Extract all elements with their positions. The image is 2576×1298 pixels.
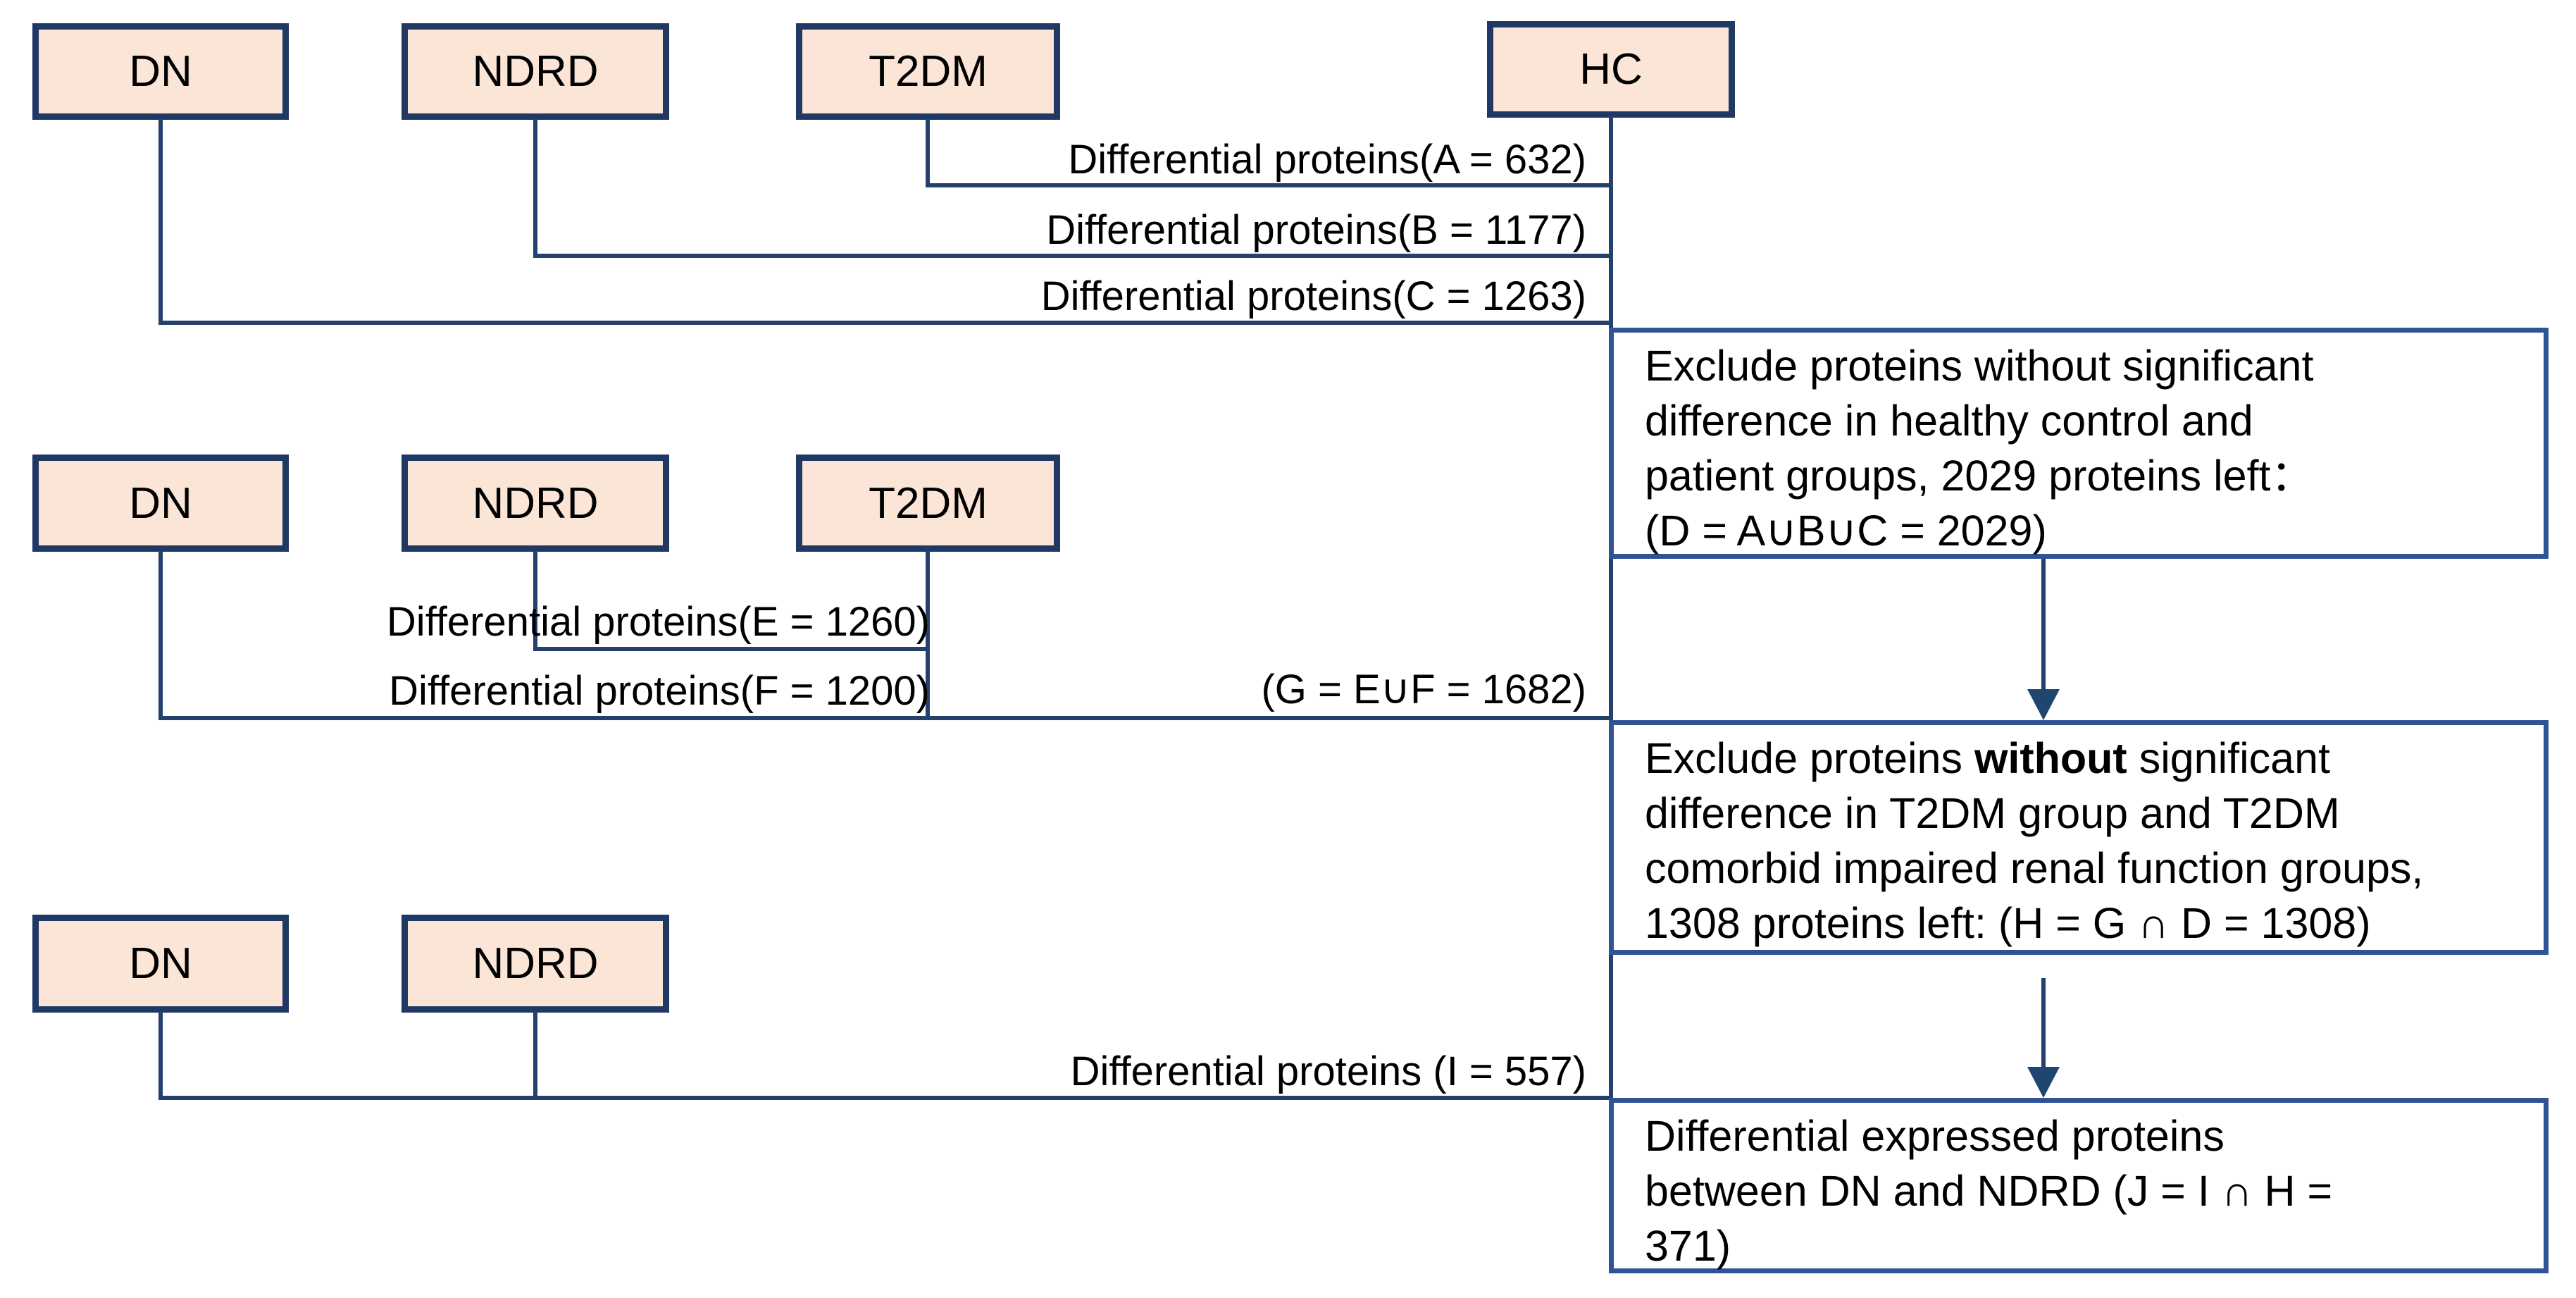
connector-dn2-down bbox=[158, 550, 163, 720]
node-t2dm-row2: T2DM bbox=[796, 455, 1060, 552]
node-dn-row1-label: DN bbox=[129, 47, 192, 96]
node-ndrd-row2-label: NDRD bbox=[472, 478, 599, 528]
process-box-h-line1-pre: Exclude proteins bbox=[1645, 734, 1974, 782]
edge-label-g: (G = E∪F = 1682) bbox=[1261, 667, 1586, 712]
process-box-d: Exclude proteins without significant dif… bbox=[1609, 328, 2549, 559]
edge-label-c: Differential proteins(C = 1263) bbox=[1040, 273, 1586, 319]
connector-i-line bbox=[158, 1096, 1613, 1100]
process-box-j-line3: 371) bbox=[1645, 1222, 1731, 1270]
node-dn-row2-label: DN bbox=[129, 478, 192, 528]
connector-ndrd1-down bbox=[533, 118, 537, 258]
arrow-h-to-j-shaft bbox=[2041, 978, 2046, 1068]
connector-dn1-down bbox=[158, 118, 163, 324]
connector-e-line bbox=[533, 647, 930, 651]
edge-label-i: Differential proteins (I = 557) bbox=[1070, 1049, 1586, 1094]
process-box-h-line1-bold: without bbox=[1974, 734, 2127, 782]
process-box-h: Exclude proteins without significant dif… bbox=[1609, 720, 2549, 955]
process-box-d-line4: (D = A∪B∪C = 2029) bbox=[1645, 507, 2047, 555]
node-hc-label: HC bbox=[1579, 45, 1643, 94]
connector-b-line bbox=[533, 254, 1613, 258]
node-dn-row2: DN bbox=[32, 455, 289, 552]
connector-boxh-boxj-left bbox=[1609, 953, 1613, 1101]
connector-dn3-down bbox=[158, 1011, 163, 1100]
node-dn-row3-label: DN bbox=[129, 939, 192, 988]
edge-label-e: Differential proteins(E = 1260) bbox=[386, 599, 930, 645]
node-dn-row3: DN bbox=[32, 915, 289, 1013]
edge-label-f: Differential proteins(F = 1200) bbox=[389, 668, 930, 714]
connector-hc-down bbox=[1609, 116, 1613, 329]
process-box-d-line2: difference in healthy control and bbox=[1645, 397, 2253, 445]
node-t2dm-row1-label: T2DM bbox=[869, 47, 988, 96]
process-box-j-line1: Differential expressed proteins bbox=[1645, 1112, 2225, 1160]
connector-boxd-boxh-left bbox=[1609, 557, 1613, 722]
node-ndrd-row3-label: NDRD bbox=[472, 939, 599, 988]
process-box-j: Differential expressed proteins between … bbox=[1609, 1098, 2549, 1273]
node-ndrd-row2: NDRD bbox=[402, 455, 669, 552]
process-box-h-line4: 1308 proteins left: (H = G ∩ D = 1308) bbox=[1645, 899, 2371, 947]
connector-t2dm2-down bbox=[926, 550, 930, 720]
arrow-d-to-h-head-icon bbox=[2027, 689, 2060, 720]
edge-label-b: Differential proteins(B = 1177) bbox=[1046, 207, 1586, 253]
process-box-d-line1: Exclude proteins without significant bbox=[1645, 342, 2314, 390]
connector-c-line bbox=[158, 321, 1613, 325]
process-box-h-line1-post: significant bbox=[2127, 734, 2330, 782]
arrow-h-to-j-head-icon bbox=[2027, 1067, 2060, 1098]
connector-a-line bbox=[926, 183, 1613, 187]
connector-f-g-line bbox=[158, 716, 1613, 720]
process-box-h-line1: Exclude proteins without significant bbox=[1645, 731, 2530, 786]
process-box-h-line2: difference in T2DM group and T2DM bbox=[1645, 789, 2340, 837]
connector-ndrd2-down bbox=[533, 550, 537, 650]
node-ndrd-row3: NDRD bbox=[402, 915, 669, 1013]
edge-label-a: Differential proteins(A = 632) bbox=[1068, 137, 1586, 183]
node-dn-row1: DN bbox=[32, 23, 289, 120]
node-hc: HC bbox=[1487, 21, 1735, 118]
process-box-j-line2: between DN and NDRD (J = I ∩ H = bbox=[1645, 1167, 2333, 1215]
node-ndrd-row1: NDRD bbox=[402, 23, 669, 120]
node-t2dm-row1: T2DM bbox=[796, 23, 1060, 120]
arrow-d-to-h-shaft bbox=[2041, 557, 2046, 691]
node-ndrd-row1-label: NDRD bbox=[472, 47, 599, 96]
process-box-d-line3: patient groups, 2029 proteins left： bbox=[1645, 452, 2314, 500]
node-t2dm-row2-label: T2DM bbox=[869, 478, 988, 528]
connector-ndrd3-down bbox=[533, 1011, 537, 1100]
process-box-h-line3: comorbid impaired renal function groups, bbox=[1645, 844, 2424, 892]
connector-t2dm1-down bbox=[926, 118, 930, 187]
